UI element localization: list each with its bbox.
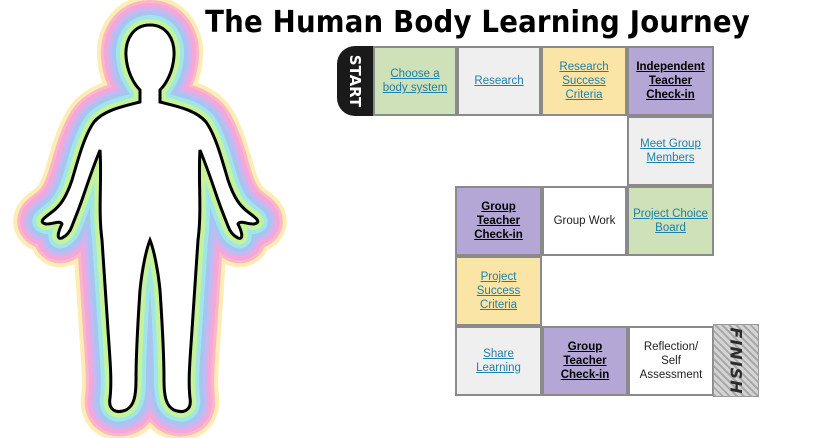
tile-label[interactable]: Project Success Criteria <box>476 271 521 311</box>
tile-group-teacher-checkin-2[interactable]: Group Teacher Check-in <box>542 326 628 396</box>
finish-marker: FINISH <box>713 324 759 397</box>
tile-label[interactable]: Research Success Criteria <box>559 61 609 101</box>
page-title: The Human Body Learning Journey <box>205 5 750 40</box>
tile-label: Reflection/ Self Assessment <box>639 341 703 381</box>
tile-choose-body-system[interactable]: Choose a body system <box>373 46 457 116</box>
tile-label: Group Work <box>553 215 616 227</box>
tile-label[interactable]: Meet Group Members <box>640 138 701 164</box>
start-marker: START <box>337 46 373 116</box>
tile-group-teacher-checkin-1[interactable]: Group Teacher Check-in <box>455 186 542 256</box>
tile-label[interactable]: Share Learning <box>476 348 521 374</box>
tile-label[interactable]: Research <box>474 75 524 87</box>
tile-label[interactable]: Independent Teacher Check-in <box>636 61 705 101</box>
tile-research-success-criteria[interactable]: Research Success Criteria <box>541 46 627 116</box>
tile-independent-teacher-checkin[interactable]: Independent Teacher Check-in <box>627 46 714 116</box>
tile-share-learning[interactable]: Share Learning <box>455 326 542 396</box>
tile-group-work: Group Work <box>542 186 627 256</box>
tile-project-choice-board[interactable]: Project Choice Board <box>627 186 714 256</box>
tile-label[interactable]: Project Choice Board <box>633 208 708 234</box>
tile-project-success-criteria[interactable]: Project Success Criteria <box>455 256 542 326</box>
human-body-illustration <box>0 0 300 438</box>
tile-reflection-self-assessment: Reflection/ Self Assessment <box>628 326 714 396</box>
tile-research[interactable]: Research <box>457 46 541 116</box>
tile-label[interactable]: Group Teacher Check-in <box>560 341 610 381</box>
tile-label[interactable]: Group Teacher Check-in <box>474 201 523 241</box>
tile-meet-group-members[interactable]: Meet Group Members <box>627 116 714 186</box>
tile-label[interactable]: Choose a body system <box>382 68 448 94</box>
